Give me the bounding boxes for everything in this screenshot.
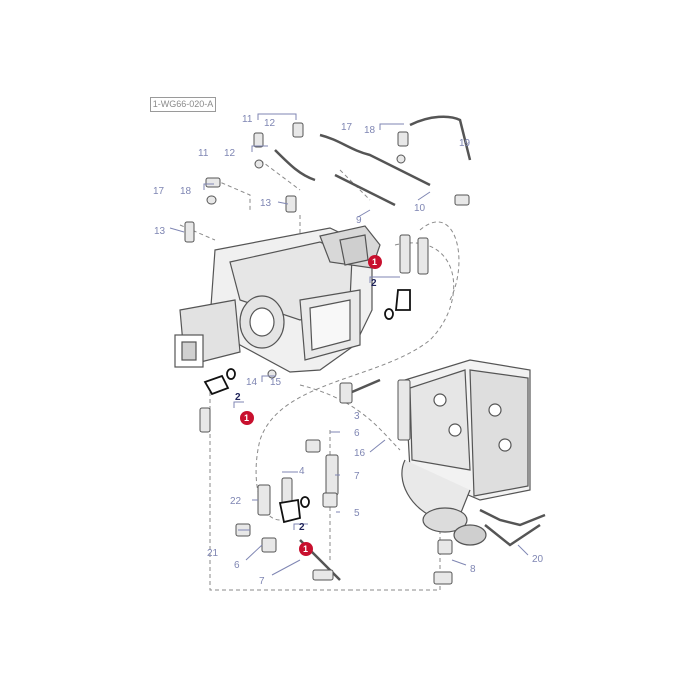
badge-1-bottom-label: 1: [303, 544, 308, 554]
callout-11-top: 11: [242, 114, 253, 125]
callout-12-left: 12: [224, 148, 236, 159]
callout-14: 14: [246, 377, 258, 388]
callout-8: 8: [470, 564, 476, 575]
badges: 1 1 1: [240, 255, 382, 556]
callout-6-mid: 6: [354, 428, 360, 439]
callout-22: 22: [230, 496, 242, 507]
callout-5: 5: [354, 508, 360, 519]
badge-1-right: [368, 255, 382, 269]
badge-1-bottom: [299, 542, 313, 556]
routing-lines: [179, 159, 460, 591]
reference-code: 1-WG66-020-A: [150, 97, 216, 112]
callout-4: 4: [299, 466, 305, 477]
valve-block: [401, 359, 531, 546]
leader-brackets: [169, 113, 529, 576]
callout-11-left: 11: [198, 148, 209, 159]
fittings: [184, 122, 470, 585]
callout-18-left: 18: [180, 186, 192, 197]
callout-16: 16: [354, 448, 366, 459]
callout-17-left: 17: [153, 186, 165, 197]
callout-10: 10: [414, 203, 426, 214]
badge-1-left-label: 1: [244, 413, 249, 423]
callout-labels: 11 12 11 12 17 18 17 18 19 13 13 9 10 14…: [153, 114, 544, 587]
callout-12-top: 12: [264, 118, 276, 129]
gearbox-housing: [174, 225, 381, 373]
highlight-labels: 2 2 2: [235, 278, 377, 533]
callout-13-left: 13: [154, 226, 166, 237]
callout-20: 20: [532, 554, 544, 565]
callout-7-mid: 7: [354, 471, 360, 482]
callout-3: 3: [354, 411, 360, 422]
callout-18-top: 18: [364, 125, 376, 136]
callout-9: 9: [356, 215, 362, 226]
callout-2-right: 2: [371, 278, 377, 289]
badge-1-right-label: 1: [372, 257, 377, 267]
callout-2-bottom: 2: [299, 522, 305, 533]
callout-7-bottom: 7: [259, 576, 265, 587]
callout-19: 19: [459, 138, 471, 149]
callout-2-left: 2: [235, 392, 241, 403]
badge-1-left: [240, 411, 254, 425]
callout-15: 15: [270, 377, 282, 388]
callout-13-mid: 13: [260, 198, 272, 209]
highlighted-elbows: [203, 289, 411, 524]
callout-6-bottom: 6: [234, 560, 240, 571]
callout-21: 21: [207, 548, 219, 559]
callout-17-top: 17: [341, 122, 353, 133]
